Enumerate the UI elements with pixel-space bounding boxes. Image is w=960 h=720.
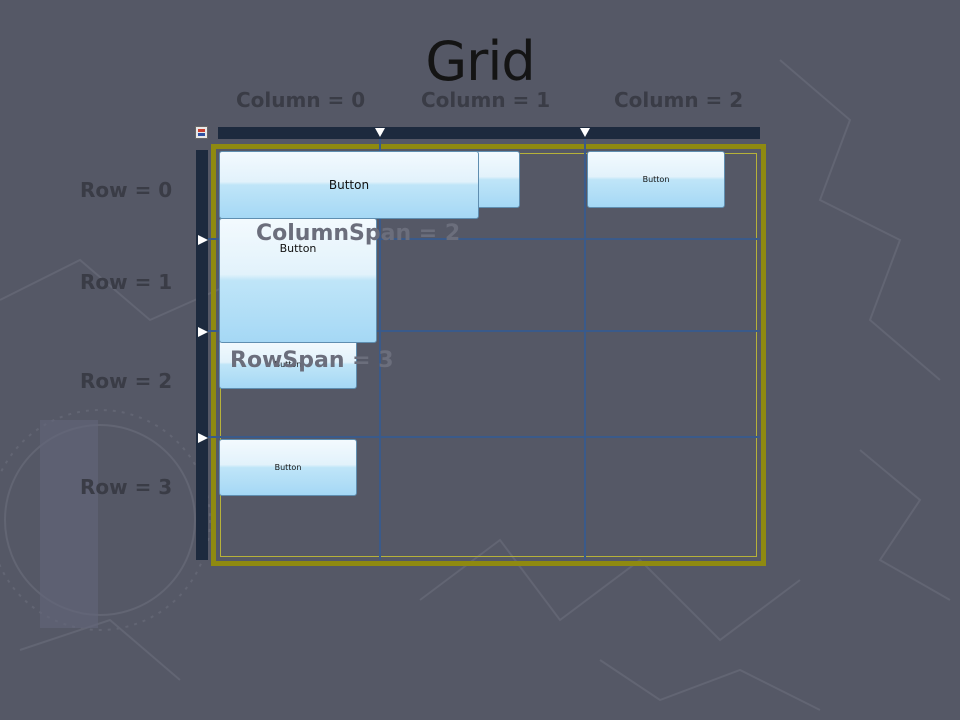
row-label-2: Row = 2 [80, 369, 173, 393]
row-span-button-label: Button [279, 242, 317, 255]
row3-col0-button-label: Button [274, 463, 302, 472]
row-divider-marker-1[interactable] [198, 235, 208, 245]
column-divider-line-2 [584, 139, 586, 560]
column-label-1: Column = 1 [421, 88, 551, 112]
page-title: Grid [425, 30, 535, 93]
row0-col2-button[interactable]: Button [587, 151, 725, 208]
row-label-0: Row = 0 [80, 178, 173, 202]
row-label-3: Row = 3 [80, 475, 173, 499]
row3-col0-button[interactable]: Button [219, 439, 357, 496]
column-label-0: Column = 0 [236, 88, 366, 112]
column-divider-marker-1[interactable] [375, 128, 385, 137]
row2-col0-button-label: Button [274, 360, 302, 369]
row-divider-line-1 [208, 238, 760, 240]
column-divider-line-1 [379, 139, 381, 560]
column-span-annotation: ColumnSpan = 2 [256, 221, 461, 246]
row-label-1: Row = 1 [80, 270, 173, 294]
column-span-button[interactable]: Button [219, 151, 479, 219]
row-divider-marker-2[interactable] [198, 327, 208, 337]
column-divider-marker-2[interactable] [580, 128, 590, 137]
row-divider-line-3 [208, 436, 760, 438]
row2-col0-button[interactable]: Button [219, 340, 357, 389]
row-divider-marker-3[interactable] [198, 433, 208, 443]
column-label-2: Column = 2 [614, 88, 744, 112]
column-ruler[interactable] [218, 127, 760, 139]
row-span-annotation: RowSpan = 3 [230, 348, 394, 373]
column-span-button-label: Button [328, 178, 370, 192]
row-ruler[interactable] [196, 150, 208, 560]
row0-col2-button-label: Button [642, 175, 670, 184]
row-divider-line-2 [208, 330, 760, 332]
row-span-button[interactable]: Button [219, 218, 377, 343]
grid-layout-icon[interactable] [195, 126, 208, 139]
